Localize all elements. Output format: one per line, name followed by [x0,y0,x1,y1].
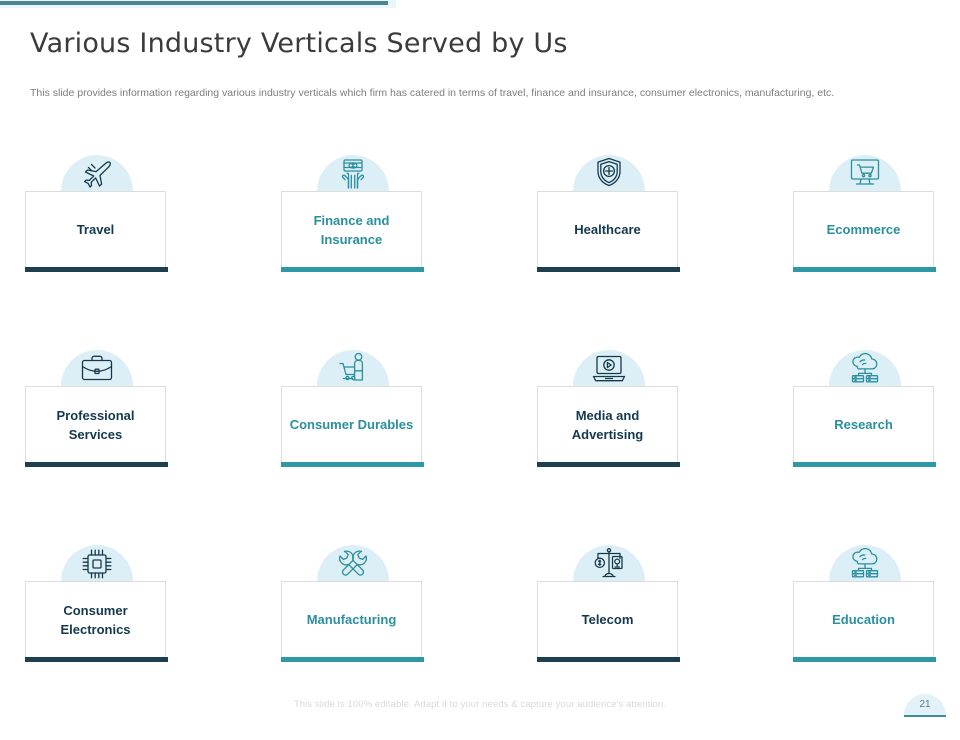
card-box: Education [793,581,934,657]
page-title: Various Industry Verticals Served by Us [30,28,568,59]
card-underline [25,462,168,467]
card-box: Consumer Durables [281,386,422,462]
icon-dome [60,350,133,386]
card-box: Ecommerce [793,191,934,267]
card-label: Research [834,417,893,432]
icon-dome [828,350,901,386]
card-box: Media and Advertising [537,386,678,462]
card-label: Manufacturing [306,612,397,627]
slide-header: Various Industry Verticals Served by Us [30,24,930,64]
card-underline [537,462,680,467]
page-number-badge: 21 [904,694,946,717]
icon-dome [828,545,901,581]
card-underline [793,657,936,662]
card-box: Consumer Electronics [25,581,166,657]
card-label: Consumer Electronics [60,602,131,637]
footer-note: This slide is 100% editable. Adapt it to… [293,699,667,710]
card-underline [793,462,936,467]
page-subtitle: This slide provides information regardin… [30,87,835,99]
card-underline [537,267,680,272]
icon-dome [316,155,389,191]
card-label: Telecom [581,612,634,627]
card-box: Telecom [537,581,678,657]
card-box: Research [793,386,934,462]
icon-dome [60,155,133,191]
card-label: Finance and Insurance [313,212,390,247]
icon-dome [572,545,645,581]
card-underline [537,657,680,662]
card-row: Professional Services Consumer Durables … [0,350,960,545]
card-underline [281,657,424,662]
card-underline [25,267,168,272]
card-box: Travel [25,191,166,267]
icon-dome [572,350,645,386]
card-box: Manufacturing [281,581,422,657]
card-row: Travel Finance and Insurance Healthcare … [0,155,960,350]
card-underline [281,267,424,272]
card-underline [281,462,424,467]
card-row: Consumer Electronics Manufacturing Telec… [0,545,960,740]
card-label: Education [832,612,895,627]
card-box: Finance and Insurance [281,191,422,267]
card-box: Healthcare [537,191,678,267]
card-label: Healthcare [574,222,641,237]
industry-vertical-grid: Travel Finance and Insurance Healthcare … [0,155,960,740]
card-underline [793,267,936,272]
icon-dome [572,155,645,191]
page-badge-bar [904,715,946,717]
card-label: Media and Advertising [571,407,644,442]
icon-dome [828,155,901,191]
card-label: Professional Services [56,407,135,442]
top-accent-bar-dark [0,1,388,5]
icon-dome [316,545,389,581]
card-label: Consumer Durables [289,417,414,432]
icon-dome [316,350,389,386]
card-box: Professional Services [25,386,166,462]
icon-dome [60,545,133,581]
page-badge-dome [904,694,946,715]
card-label: Ecommerce [826,222,901,237]
card-underline [25,657,168,662]
page-number: 21 [919,699,931,710]
card-label: Travel [76,222,115,237]
